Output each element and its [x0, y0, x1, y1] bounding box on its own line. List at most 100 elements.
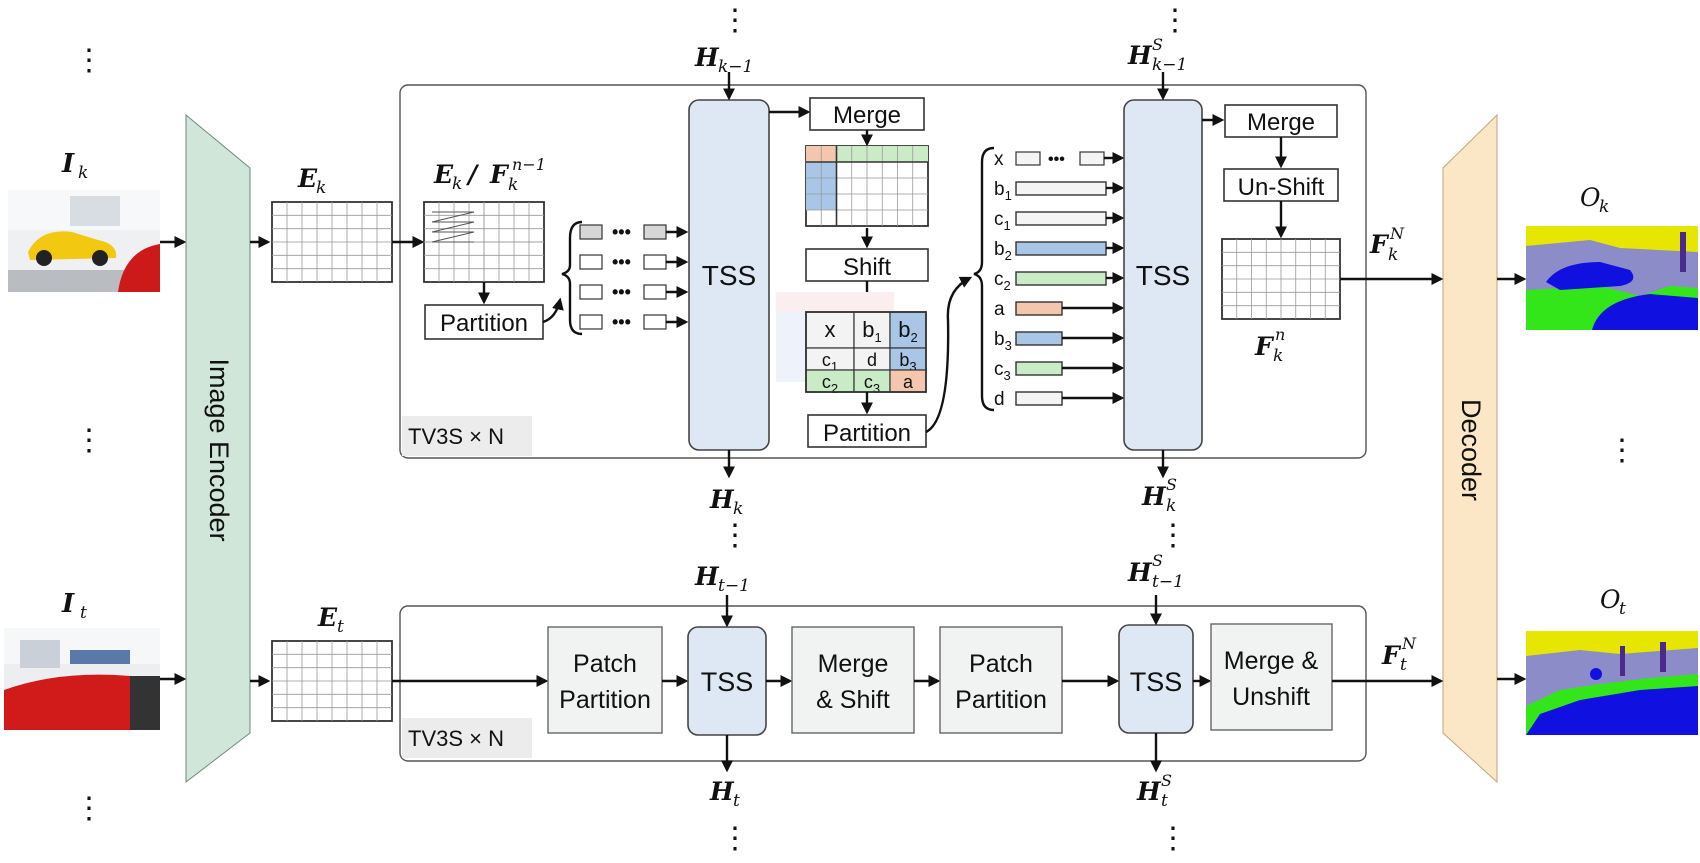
ghost-region	[776, 312, 806, 382]
feature-label: E k / F k n−1	[433, 155, 546, 195]
svg-text:Shift: Shift	[843, 254, 891, 281]
hidden-state-in-t: H t−1	[694, 562, 750, 596]
svg-text:F: F	[1369, 230, 1390, 259]
svg-text:S: S	[1152, 35, 1163, 54]
merge-box-2: Merge	[1224, 104, 1338, 138]
svg-text:k: k	[1273, 346, 1283, 366]
svg-text:n: n	[1275, 325, 1285, 344]
brace-tokens	[973, 146, 995, 412]
token-label: d	[994, 389, 1005, 410]
hidden-state-s-in-t: H S t−1	[1127, 551, 1184, 592]
ellipsis-h-mid: ⋮	[720, 519, 750, 552]
svg-text:Unshift: Unshift	[1232, 683, 1310, 711]
svg-text:Merge: Merge	[1247, 109, 1315, 136]
svg-text:H: H	[709, 777, 735, 806]
svg-text:E: E	[317, 603, 338, 632]
seq-token	[579, 224, 603, 240]
svg-text:k: k	[1388, 245, 1398, 265]
patch-partition-box-1: Patch Partition	[547, 626, 663, 734]
shift-cell	[805, 311, 855, 349]
feature-N-label-t: F t N	[1381, 634, 1417, 675]
repeat-label-bottom: TV3S × N	[402, 718, 532, 758]
svg-text:Patch: Patch	[573, 650, 637, 678]
token-sub: 2	[1004, 278, 1011, 293]
svg-text:& Shift: & Shift	[816, 686, 890, 714]
shift-cell-label: x	[825, 317, 836, 342]
svg-text:F: F	[1381, 641, 1402, 670]
svg-text:Patch: Patch	[969, 650, 1033, 678]
svg-text:H: H	[1136, 777, 1162, 806]
svg-text:Merge: Merge	[833, 102, 901, 129]
repeat-label-top: TV3S × N	[402, 416, 532, 456]
hidden-state-s-in-k: H S k−1	[1127, 35, 1187, 75]
svg-text:k: k	[316, 178, 326, 198]
svg-text:t: t	[337, 617, 344, 637]
token-sub: 1	[1005, 188, 1012, 203]
svg-text:t: t	[80, 603, 87, 623]
svg-text:N: N	[1401, 634, 1417, 653]
token-label: x	[994, 149, 1004, 170]
svg-text:S: S	[1161, 771, 1172, 790]
token-bar	[1015, 241, 1107, 256]
seq-token	[643, 224, 667, 240]
svg-text:H: H	[1127, 41, 1153, 70]
merge-shift-box: Merge & Shift	[791, 626, 915, 734]
svg-text:H: H	[694, 562, 720, 591]
svg-text:t−1: t−1	[1152, 572, 1184, 592]
ellipsis-hs-top: ⋮	[1160, 4, 1190, 37]
output-feature-grid	[1221, 238, 1341, 320]
svg-text:I: I	[61, 149, 75, 179]
token-sub: 3	[1005, 338, 1012, 353]
svg-text:TSS: TSS	[1130, 667, 1183, 697]
ellipsis-hs-bottom: ⋮	[1158, 822, 1188, 855]
shift-cell-sub: 2	[831, 381, 838, 396]
ellipsis-left-top: ⋮	[74, 44, 104, 77]
embedding-grid-k	[271, 201, 393, 283]
output-label-t: O t	[1600, 585, 1626, 619]
svg-text:Merge &: Merge &	[1224, 647, 1319, 675]
svg-text:Merge: Merge	[818, 650, 889, 678]
input-image-t	[4, 628, 160, 730]
decoder-label: Decoder	[1456, 399, 1486, 501]
hidden-state-out-t: H t	[709, 777, 740, 811]
embedding-label-t: E t	[317, 603, 344, 637]
ellipsis-left-mid: ⋮	[74, 424, 104, 457]
svg-text:F: F	[489, 160, 510, 189]
token-bar	[1015, 301, 1063, 316]
merge-unshift-box: Merge & Unshift	[1210, 623, 1333, 731]
hidden-state-in-k: H k−1	[694, 43, 753, 77]
brace-sequences	[561, 220, 583, 336]
svg-text:I: I	[61, 589, 75, 619]
zigzag-scan	[431, 211, 475, 243]
token-sequences: ••••••••••••	[579, 222, 689, 332]
token-bar	[1015, 361, 1063, 376]
svg-text:TSS: TSS	[701, 667, 754, 697]
svg-text:S: S	[1166, 475, 1177, 494]
tss-block-bottom-2: TSS	[1118, 624, 1194, 734]
svg-text:t: t	[1400, 655, 1407, 675]
input-label-t: I t	[61, 589, 87, 623]
token-bar	[1015, 391, 1063, 406]
svg-text:k: k	[508, 175, 518, 195]
token-bar	[1015, 211, 1107, 226]
svg-text:Partition: Partition	[559, 686, 651, 714]
decoder: Decoder	[1442, 113, 1498, 784]
token-sub: 2	[1005, 248, 1012, 263]
token-bar	[1015, 331, 1063, 346]
svg-text:k: k	[733, 499, 743, 519]
ellipsis-marks: ⋮ ⋮ ⋮ ⋮ ⋮ ⋮ ⋮ ⋮ ⋮ ⋮	[74, 4, 1637, 855]
svg-text:S: S	[1152, 551, 1163, 570]
shift-cell-sub: 3	[873, 381, 880, 396]
token-sub: 3	[1004, 368, 1011, 383]
svg-text:Un-Shift: Un-Shift	[1238, 174, 1325, 201]
ellipsis-left-bottom: ⋮	[74, 792, 104, 825]
hidden-state-s-out-t: H S t	[1136, 771, 1172, 811]
ellipsis-h-bottom: ⋮	[720, 822, 750, 855]
svg-text:Partition: Partition	[823, 420, 911, 447]
patch-partition-box-2: Patch Partition	[939, 626, 1063, 734]
token-bar	[1015, 151, 1041, 166]
svg-text:H: H	[694, 43, 720, 72]
ellipsis-h-top: ⋮	[720, 4, 750, 37]
seq-token	[579, 284, 603, 300]
